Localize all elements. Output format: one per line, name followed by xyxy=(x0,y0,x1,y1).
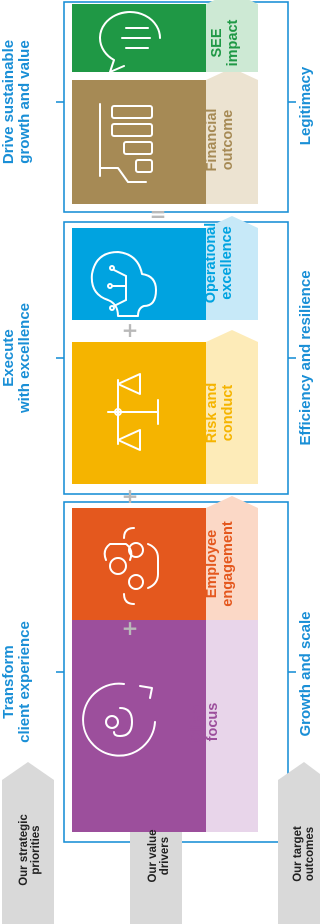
people-icon xyxy=(103,527,159,605)
tile-see-impact xyxy=(72,0,258,72)
plus-operator-3: + xyxy=(121,318,139,342)
digital-head-icon xyxy=(90,251,157,317)
tile-client-focus xyxy=(72,600,258,832)
tile-employee-engagement xyxy=(72,496,258,620)
priority-drive-sustainable-growth: Drive sustainable growth and value xyxy=(0,39,33,165)
frame-legitimacy xyxy=(63,1,289,213)
bracket-ticks xyxy=(56,101,296,673)
outcome-growth-and-scale: Growth and scale xyxy=(296,611,314,737)
driver-label-employee-engagement: Employee engagement xyxy=(204,521,236,607)
growth-chart-icon xyxy=(99,103,153,183)
chevron-outcomes xyxy=(278,762,320,924)
speech-bubble-icon xyxy=(99,11,161,73)
equals-operator: = xyxy=(149,202,167,226)
scales-icon xyxy=(107,373,159,451)
driver-label-risk-and-conduct: Risk and conduct xyxy=(204,382,236,444)
outcome-legitimacy: Legitimacy xyxy=(296,66,314,146)
client-focus-icon xyxy=(82,682,156,757)
outcome-efficiency-and-resilience: Efficiency and resilience xyxy=(296,270,314,446)
plus-operator-1: + xyxy=(121,616,139,640)
label-our-strategic-priorities: Our strategic priorities xyxy=(17,814,42,886)
label-our-value-drivers: Our value drivers xyxy=(146,829,171,883)
plus-operator-2: + xyxy=(121,484,139,508)
priority-transform-client-experience: Transform client experience xyxy=(0,621,33,743)
driver-label-see-impact: SEE impact xyxy=(209,19,241,67)
driver-label-operational-excellence: Operational excellence xyxy=(203,222,235,304)
chevron-priorities xyxy=(2,762,54,924)
driver-label-financial-outcome: Financial outcome xyxy=(204,108,236,172)
tile-operational-excellence xyxy=(72,216,258,320)
label-our-target-outcomes: Our target outcomes xyxy=(291,826,316,882)
priority-execute-with-excellence: Execute with excellence xyxy=(0,302,33,414)
driver-label-client-focus: Client focus xyxy=(189,701,221,743)
